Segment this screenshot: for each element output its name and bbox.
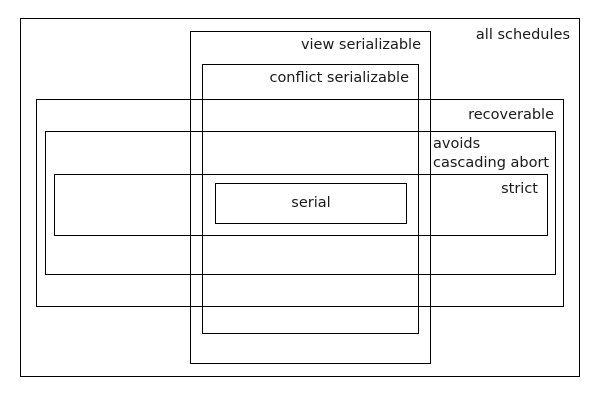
set-label-conflict-serializable: conflict serializable [269,70,409,86]
set-label-serial: serial [291,195,331,211]
set-box-serial [215,183,407,224]
set-box-all-schedules [20,18,580,377]
set-box-recoverable [36,99,564,307]
set-label-avoids-cascading-abort: avoids cascading abort [433,136,550,171]
set-box-avoids-cascading-abort [45,131,556,275]
set-label-recoverable: recoverable [468,107,554,123]
set-label-strict: strict [501,181,538,197]
set-label-all-schedules: all schedules [475,27,570,43]
set-box-strict [54,174,548,236]
set-box-conflict-serializable [202,64,419,334]
set-box-view-serializable [190,31,431,364]
set-label-view-serializable: view serializable [300,37,421,53]
